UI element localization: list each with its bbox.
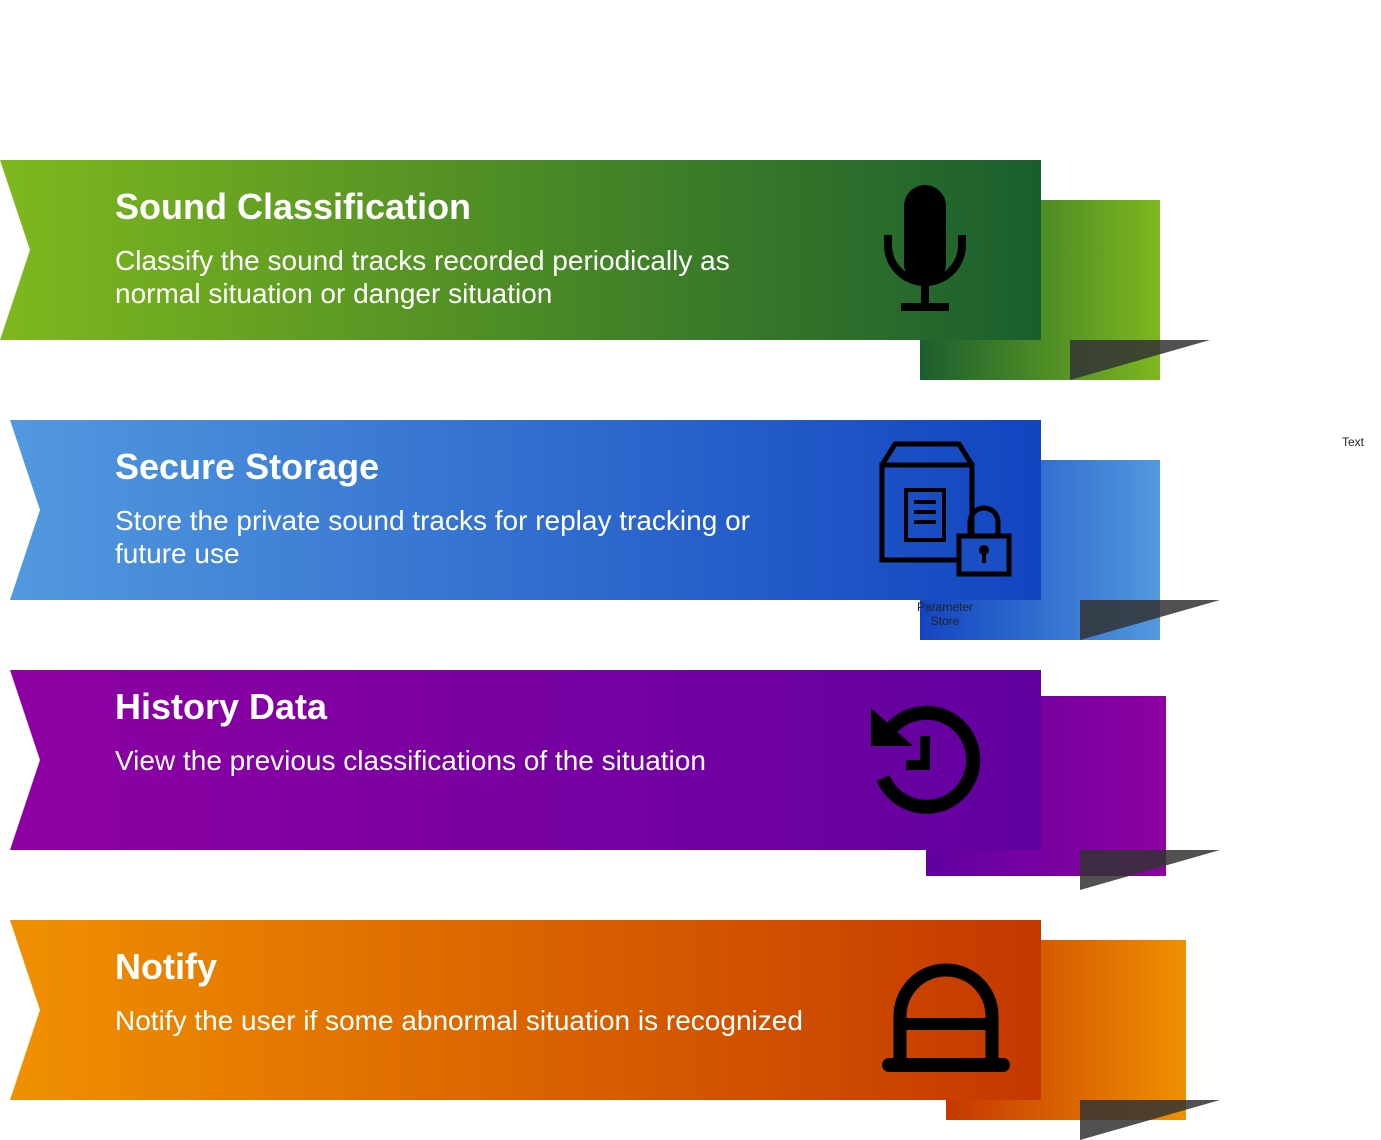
alarm-bell-icon (882, 963, 1010, 1072)
step-title-history-data: History Data (115, 686, 328, 727)
step-description-history-data: View the previous classifications of the… (115, 745, 706, 776)
step-title-secure-storage: Secure Storage (115, 446, 380, 487)
step-title-sound-classification: Sound Classification (115, 186, 472, 227)
step-description-notify: Notify the user if some abnormal situati… (115, 1005, 803, 1036)
microphone-icon (884, 185, 966, 311)
parameter-store-label: Parameter Store (916, 600, 974, 628)
history-icon (871, 705, 981, 814)
band-fold-shadow (1080, 850, 1220, 890)
band-fold-shadow (1070, 340, 1210, 380)
step-description-secure-storage: Store the private sound tracks for repla… (115, 505, 750, 569)
stray-text-label: Text (1341, 435, 1364, 449)
step-description-sound-classification: Classify the sound tracks recorded perio… (115, 245, 730, 309)
parameter-store-icon (879, 441, 1012, 577)
band-fold-shadow (1080, 600, 1220, 640)
band-fold-shadow (1080, 1100, 1220, 1140)
step-title-notify: Notify (115, 946, 217, 987)
